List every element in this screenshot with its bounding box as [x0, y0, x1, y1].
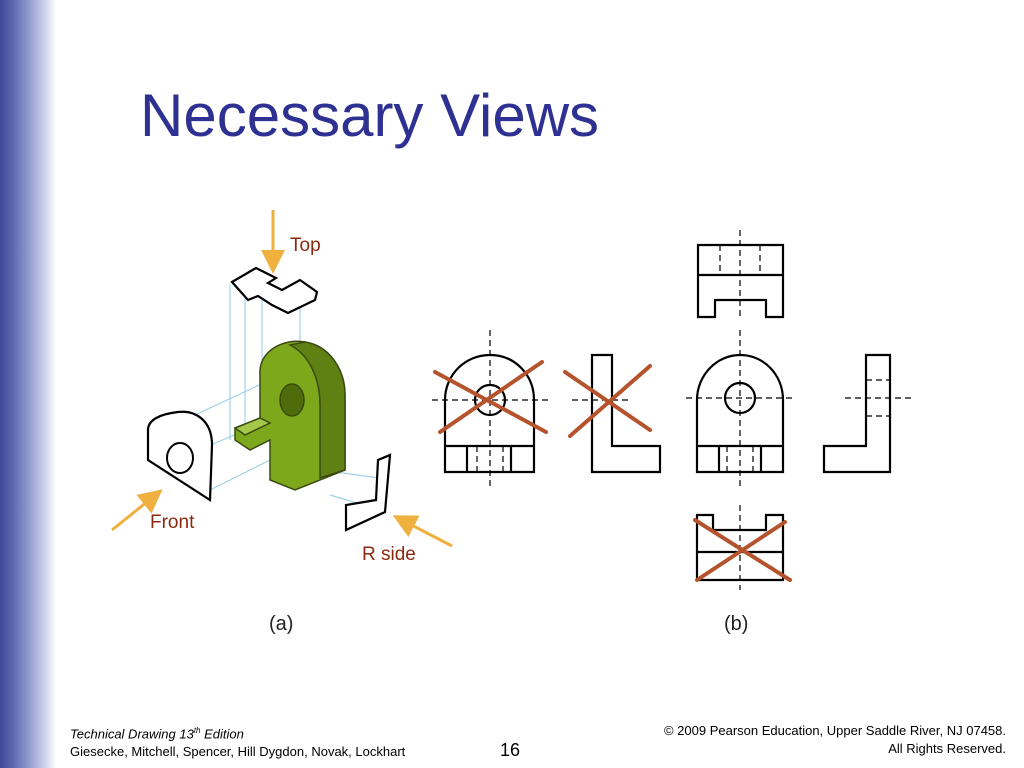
page-number: 16: [500, 740, 521, 760]
footer-left: Technical Drawing 13th Edition Giesecke,…: [70, 722, 405, 761]
front-view-hole: [166, 442, 194, 474]
slide-side-bar: [0, 0, 56, 768]
label-r-side: R side: [362, 544, 416, 565]
label-part-b: (b): [724, 613, 748, 635]
right-side-view-outline: [344, 453, 392, 532]
authors: Giesecke, Mitchell, Spencer, Hill Dygdon…: [70, 744, 406, 760]
label-top: Top: [290, 235, 321, 256]
top-view-outline: [230, 266, 319, 315]
label-part-a: (a): [269, 613, 293, 635]
footer-right: © 2009 Pearson Education, Upper Saddle R…: [664, 722, 1006, 758]
isometric-object: [233, 340, 346, 491]
book-title: Technical Drawing 13th Edition: [70, 726, 244, 742]
copyright: © 2009 Pearson Education, Upper Saddle R…: [663, 723, 1006, 738]
necessary-views-figure: Top Front R side (a): [111, 210, 912, 635]
crossed-out-marks: [433, 360, 792, 582]
r-side-arrow: [392, 515, 453, 548]
rights: All Rights Reserved.: [888, 741, 1006, 756]
front-arrow: [111, 489, 163, 532]
slide-title: Necessary Views: [140, 82, 600, 149]
label-front: Front: [150, 512, 195, 533]
